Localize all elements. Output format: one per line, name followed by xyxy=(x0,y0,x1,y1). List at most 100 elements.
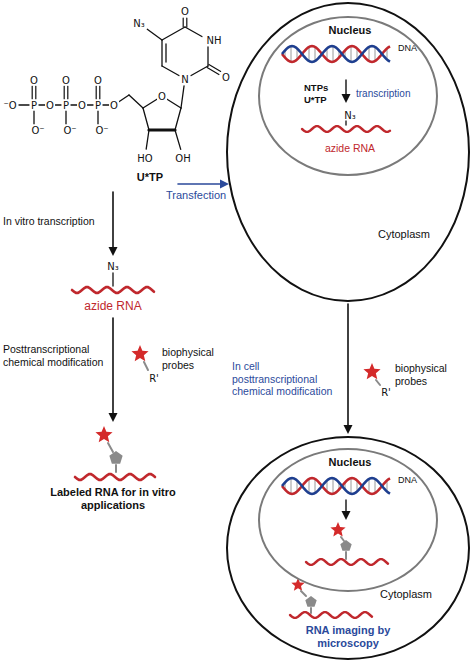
node-text: RNA imaging by microscopy xyxy=(298,624,398,650)
process-arrow-head xyxy=(109,247,118,256)
chemical-bond xyxy=(143,99,157,108)
transfection-arrow xyxy=(178,180,229,189)
probe-linker xyxy=(108,443,113,452)
atom-label: N xyxy=(180,74,189,85)
atom-label: P xyxy=(30,100,38,111)
atom-label: O⁻ xyxy=(62,125,77,136)
double-bond xyxy=(183,18,184,27)
dna-rung xyxy=(333,46,334,62)
linker-pentagon xyxy=(305,596,316,607)
rna-strand xyxy=(306,559,388,565)
atom-label: ⁻O xyxy=(2,100,17,111)
atom-label: O xyxy=(77,100,87,111)
dna-rung xyxy=(315,47,316,61)
atom-label: O xyxy=(29,75,39,86)
chemical-bond xyxy=(129,95,143,108)
dna-rung xyxy=(309,47,310,61)
transcription-arrow xyxy=(342,80,351,103)
dna-rung xyxy=(291,46,292,62)
annotation-text: azide RNA xyxy=(84,299,141,313)
probe-linker xyxy=(376,380,380,385)
chemical-bond xyxy=(185,27,202,37)
dna-rung xyxy=(315,479,316,493)
atom-label: NH xyxy=(206,35,223,46)
chemical-bond xyxy=(162,66,179,76)
transcription-arrow-shaft xyxy=(345,80,346,94)
node-text: DNA xyxy=(398,475,417,486)
double-bond xyxy=(96,86,97,99)
annotation-text: biophysical probes xyxy=(395,362,467,387)
atom-label: P xyxy=(62,100,70,111)
atom-label: O⁻ xyxy=(94,125,109,136)
dna-rung xyxy=(369,47,370,61)
dna-strand xyxy=(282,478,390,494)
chemical-bond xyxy=(149,128,175,131)
probe-linker xyxy=(345,552,347,559)
transfection-arrow-shaft xyxy=(178,183,220,185)
annotation-text: In cell posttranscriptional chemical mod… xyxy=(232,360,342,398)
compound-name: U*TP xyxy=(137,171,163,184)
node-text: transcription xyxy=(356,88,410,100)
cell-outline: CytoplasmRNA imaging by microscopyNucleu… xyxy=(226,436,470,660)
atom-label: OH xyxy=(174,153,191,164)
double-bond xyxy=(209,64,221,71)
node-text: U*TP xyxy=(304,94,327,105)
flow-arrow-head xyxy=(344,425,353,434)
double-bond xyxy=(186,18,187,27)
chemical-bond xyxy=(65,111,66,124)
chemical-bond xyxy=(55,104,61,105)
probe-star xyxy=(330,522,345,536)
chemical-bond xyxy=(33,111,34,124)
double-bond xyxy=(35,86,36,99)
linker-pentagon xyxy=(340,540,351,551)
chemical-bond xyxy=(97,111,98,124)
rna-strand xyxy=(72,287,154,293)
atom-label: O xyxy=(221,72,231,83)
dna-rung xyxy=(309,479,310,493)
dna-rung xyxy=(351,46,352,62)
rna-strand xyxy=(290,612,372,618)
chemical-bond xyxy=(165,44,166,62)
substituent-label: R' xyxy=(380,387,392,398)
atom-label: O xyxy=(157,91,167,102)
process-arrow xyxy=(109,192,118,256)
node-text: DNA xyxy=(398,43,417,54)
chemical-bond xyxy=(175,108,181,130)
substituent-label: R' xyxy=(148,373,160,384)
atom-label: O⁻ xyxy=(30,125,45,136)
chemical-bond xyxy=(167,99,181,108)
transport-arrow-head xyxy=(342,511,351,520)
double-bond xyxy=(64,86,65,99)
cell-outline: CytoplasmNucleusDNANTPsU*TPtranscription… xyxy=(226,2,470,302)
flow-arrow-shaft xyxy=(347,304,349,425)
atom-label: O xyxy=(180,6,190,17)
chemical-bond xyxy=(161,40,162,66)
probe-linker xyxy=(341,537,344,541)
process-arrow xyxy=(109,318,118,422)
rna-strand xyxy=(302,126,390,132)
chemical-bond xyxy=(19,104,29,105)
dna-rung xyxy=(351,478,352,494)
double-bond xyxy=(32,86,33,99)
node-text: N₃ xyxy=(343,110,357,121)
dna-rung xyxy=(375,47,376,61)
node-text: Cytoplasm xyxy=(380,588,432,601)
rna-strand xyxy=(75,474,155,480)
flow-arrow xyxy=(344,304,353,434)
probe-star xyxy=(363,363,380,379)
process-arrow-shaft xyxy=(112,192,114,247)
chemical-bond xyxy=(87,104,93,105)
dna-strand xyxy=(282,46,390,62)
probe-linker xyxy=(144,362,148,370)
probe-linker xyxy=(310,608,312,613)
node-text: Cytoplasm xyxy=(378,228,430,241)
chemical-bond xyxy=(207,47,208,66)
compartment-title: Nucleus xyxy=(300,24,400,37)
annotation-text: biophysical probes xyxy=(162,346,228,371)
atom-label: O xyxy=(45,100,55,111)
dna-rung xyxy=(375,479,376,493)
chemical-bond xyxy=(181,86,184,108)
annotation-text: Transfection xyxy=(166,189,226,202)
dna-rung xyxy=(333,478,334,494)
